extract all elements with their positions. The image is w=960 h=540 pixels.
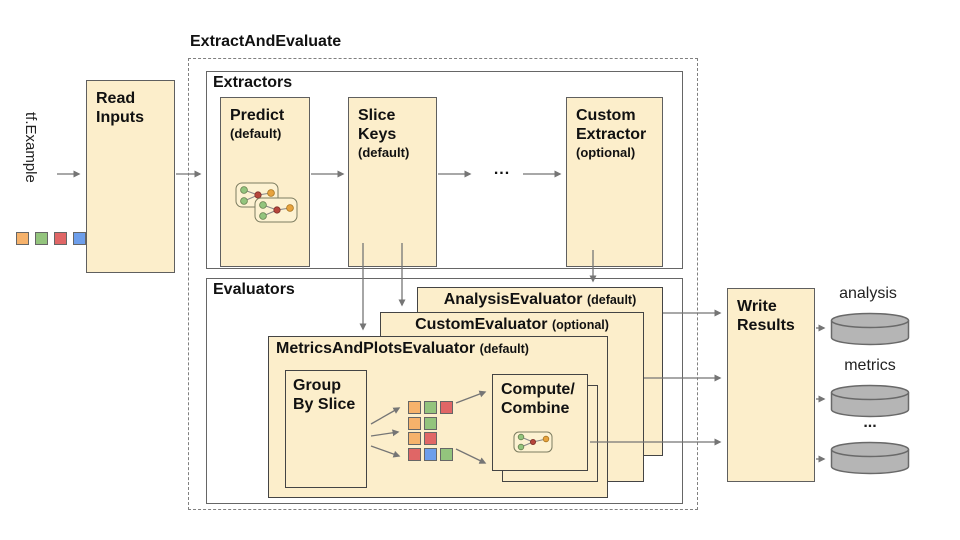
- red-example-square: [54, 232, 67, 245]
- custom-evaluator-title: CustomEvaluator (optional): [381, 313, 643, 334]
- sliced-examples-squares: [408, 401, 456, 463]
- read-inputs-title: Read Inputs: [96, 90, 144, 126]
- database-cylinder-icon: [830, 441, 910, 475]
- output-analysis-label: analysis: [839, 285, 897, 302]
- blue-example-square: [424, 447, 437, 461]
- custom-extractor-qualifier: (optional): [576, 144, 636, 160]
- output-ellipsis-label: ...: [863, 414, 877, 431]
- write-results-box: Write Results: [727, 288, 815, 482]
- read-inputs-box: Read Inputs: [86, 80, 175, 273]
- input-examples-squares: [16, 232, 92, 250]
- green-example-square: [424, 416, 437, 430]
- green-example-square: [35, 232, 48, 245]
- extractors-label: Extractors: [213, 74, 293, 91]
- green-example-square: [424, 401, 437, 414]
- orange-example-square: [408, 416, 421, 430]
- database-cylinder-icon: [830, 312, 910, 346]
- example-square-row: [408, 432, 456, 448]
- metrics-and-plots-evaluator-name: MetricsAndPlotsEvaluator: [276, 340, 476, 357]
- custom-evaluator-qualifier: (optional): [551, 318, 609, 332]
- predict-extractor-box: Predict (default): [220, 97, 310, 267]
- pipeline-dashed-boundary: [188, 58, 698, 510]
- custom-extractor-title: Custom Extractor: [576, 107, 647, 143]
- slice-keys-extractor-box: Slice Keys (default): [348, 97, 437, 267]
- orange-example-square: [408, 432, 421, 445]
- orange-example-square: [16, 232, 29, 245]
- model-graph-icon: [235, 182, 298, 223]
- analysis-evaluator-title: AnalysisEvaluator (default): [418, 288, 662, 309]
- model-graph-icon: [513, 431, 553, 453]
- metrics-and-plots-evaluator-title: MetricsAndPlotsEvaluator (default): [269, 337, 607, 358]
- custom-extractor-box: Custom Extractor (optional): [566, 97, 663, 267]
- slice-keys-title: Slice Keys: [358, 107, 397, 143]
- output-metrics-label: metrics: [844, 357, 896, 374]
- example-square-row: [408, 416, 456, 433]
- slice-keys-qualifier: (default): [358, 144, 410, 160]
- extractors-ellipsis: ...: [493, 161, 511, 178]
- compute-combine-box: Compute/ Combine: [492, 374, 588, 471]
- write-results-title: Write Results: [737, 298, 795, 334]
- group-by-slice-box: Group By Slice: [285, 370, 367, 488]
- example-square-row: [408, 447, 456, 464]
- predict-title: Predict: [230, 107, 285, 124]
- compute-combine-title: Compute/ Combine: [501, 381, 575, 417]
- group-by-slice-title: Group By Slice: [293, 377, 356, 413]
- custom-evaluator-name: CustomEvaluator: [415, 316, 548, 333]
- red-example-square: [424, 432, 437, 445]
- red-example-square: [408, 447, 421, 461]
- evaluators-label: Evaluators: [213, 281, 295, 298]
- pipeline-title: ExtractAndEvaluate: [190, 33, 342, 50]
- analysis-evaluator-name: AnalysisEvaluator: [443, 291, 583, 308]
- database-cylinder-icon: [830, 384, 910, 418]
- green-example-square: [440, 447, 453, 461]
- metrics-and-plots-evaluator-qualifier: (default): [479, 342, 529, 356]
- analysis-evaluator-qualifier: (default): [586, 293, 637, 307]
- predict-qualifier: (default): [230, 125, 282, 141]
- orange-example-square: [408, 401, 421, 414]
- red-example-square: [440, 401, 453, 414]
- tf-example-label: tf.Example: [22, 112, 39, 183]
- blue-example-square: [73, 232, 86, 245]
- example-square-row: [408, 401, 456, 417]
